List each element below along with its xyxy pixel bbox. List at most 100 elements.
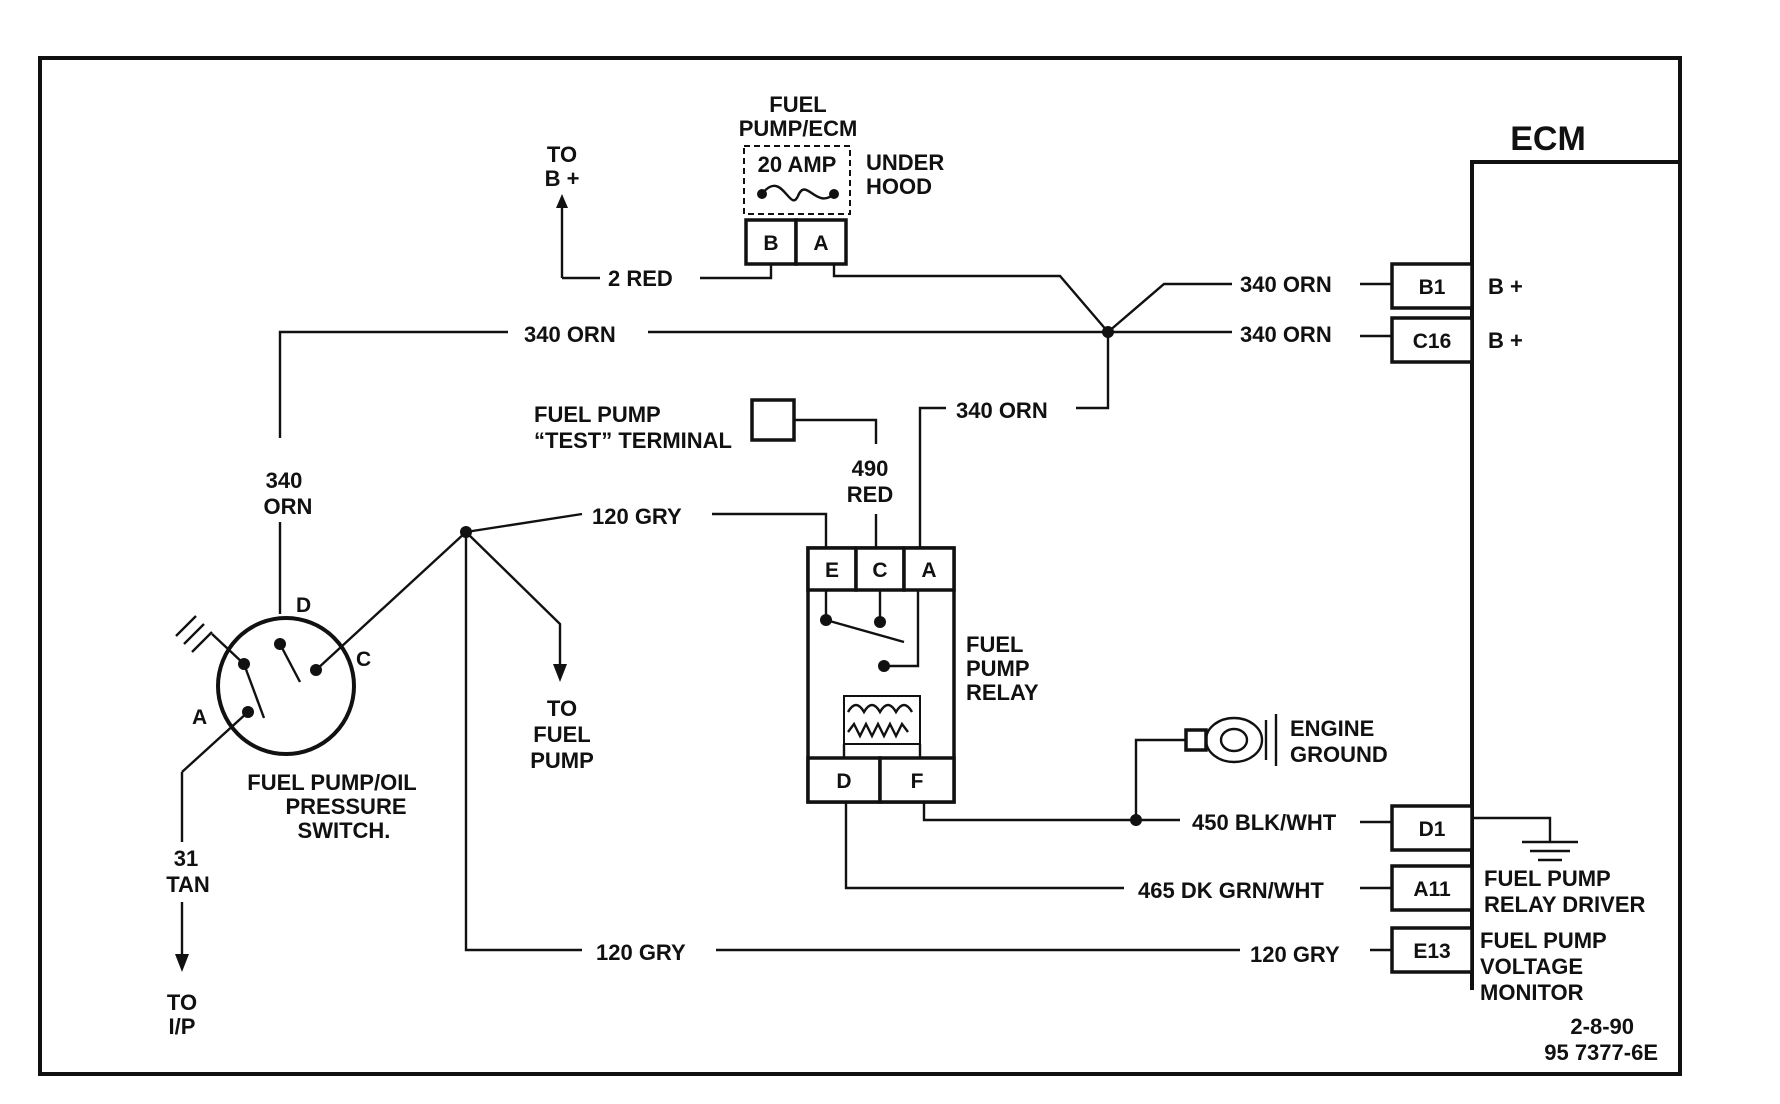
fuse-group: FUEL PUMP/ECM 20 AMP UNDER HOOD B A <box>739 92 944 266</box>
wire-2-red-label: 2 RED <box>608 266 673 291</box>
fuel-pump-arrow-head <box>553 664 567 682</box>
fuse-contact-right <box>829 189 839 199</box>
to-fuel-pump: TO FUEL PUMP <box>460 526 594 773</box>
b-plus-arrow-head <box>556 194 568 208</box>
relay-coil-loops <box>846 703 914 715</box>
to-ip: 31 TAN TO I/P <box>166 846 210 1039</box>
switch-label-line2: PRESSURE <box>285 794 406 819</box>
fuse-pin-b-box <box>744 218 798 266</box>
ecm-relay-driver-line1: FUEL PUMP <box>1484 866 1611 891</box>
wire-340-orn-c16-label: 340 ORN <box>1240 322 1332 347</box>
wire-490-label-line1: 490 <box>852 456 889 481</box>
switch-body <box>216 616 356 756</box>
ecm-pin-e13: E13 <box>1413 940 1450 963</box>
ecm-voltage-monitor-line2: VOLTAGE <box>1480 954 1583 979</box>
fuse-element <box>761 184 835 202</box>
ecm-connectors: B1 C16 D1 A11 E13 B + B + FUEL PUMP RELA… <box>1390 262 1645 1005</box>
wire-450-label: 450 BLK/WHT <box>1192 810 1337 835</box>
fuse-pin-a: A <box>813 232 828 255</box>
ground-lug <box>1184 728 1208 752</box>
ecm-voltage-monitor-line1: FUEL PUMP <box>1480 928 1607 953</box>
diagram-date: 2-8-90 <box>1570 1014 1634 1039</box>
wire-340-orn-top-label: 340 ORN <box>524 322 616 347</box>
ecm-ground-lead <box>1472 816 1552 842</box>
relay-label-line1: FUEL <box>966 632 1023 657</box>
diagram-code: 95 7377-6E <box>1544 1040 1658 1065</box>
fuse-title-line2: PUMP/ECM <box>739 116 858 141</box>
fuse-location-line2: HOOD <box>866 174 932 199</box>
relay-pin-f: F <box>911 770 924 793</box>
to-fuel-pump-line1: TO <box>547 696 577 721</box>
to-ip-line2: I/P <box>169 1014 196 1039</box>
engine-ground-group: ENGINE GROUND <box>1134 714 1388 820</box>
test-terminal-box <box>750 398 796 442</box>
fuse-contact-left <box>757 189 767 199</box>
ecm-relay-driver-line2: RELAY DRIVER <box>1484 892 1645 917</box>
ecm-voltage-monitor-line3: MONITOR <box>1480 980 1584 1005</box>
test-terminal-group: FUEL PUMP “TEST” TERMINAL 490 RED <box>534 398 893 548</box>
wire-340-orn-b1: 340 ORN <box>1107 272 1392 333</box>
to-fuel-pump-line2: FUEL <box>533 722 590 747</box>
splice-ground <box>1130 814 1142 826</box>
relay-pin-e: E <box>825 559 839 582</box>
wire-490-label-line2: RED <box>847 482 893 507</box>
fuse-title-line1: FUEL <box>769 92 826 117</box>
wire-fuse-a-to-splice <box>832 264 1109 333</box>
oil-pressure-switch: 340 ORN D C A FUEL PUMP/OIL PRESSURE SWI… <box>175 468 467 843</box>
wire-120-gry-ecm-label: 120 GRY <box>1250 942 1340 967</box>
switch-label-line1: FUEL PUMP/OIL <box>247 770 417 795</box>
switch-label-line3: SWITCH. <box>298 818 391 843</box>
wire-340-orn-relay-label: 340 ORN <box>956 398 1048 423</box>
wire-2-red: 2 RED <box>562 264 773 291</box>
fuse-pin-b: B <box>763 232 778 255</box>
wire-465-label: 465 DK GRN/WHT <box>1138 878 1324 903</box>
relay-pin-d: D <box>836 770 851 793</box>
fuse-housing <box>743 145 851 215</box>
to-ip-line1: TO <box>167 990 197 1015</box>
ecm-pin-c16: C16 <box>1413 330 1452 353</box>
engine-ground-line1: ENGINE <box>1290 716 1374 741</box>
relay-pin-c: C <box>872 559 887 582</box>
relay-label-line3: RELAY <box>966 680 1039 705</box>
wire-340-orn-relay: 340 ORN <box>918 332 1110 548</box>
ip-arrow-head <box>175 954 189 972</box>
switch-pin-c: C <box>356 648 371 671</box>
relay-label-line2: PUMP <box>966 656 1030 681</box>
ecm-pin-a11: A11 <box>1413 878 1451 901</box>
test-terminal-line1: FUEL PUMP <box>534 402 661 427</box>
ground-ring-outer <box>1204 716 1264 764</box>
ecm-title: ECM <box>1510 120 1586 158</box>
wire-31-label-line1: 31 <box>174 846 198 871</box>
fuse-location-line1: UNDER <box>866 150 944 175</box>
engine-ground-line2: GROUND <box>1290 742 1388 767</box>
to-b-plus-line1: TO <box>547 142 577 167</box>
ecm-module: ECM <box>1470 120 1678 990</box>
ecm-pin-c16-box <box>1390 316 1474 364</box>
wire-340-orn-main: 340 ORN 340 ORN <box>278 322 1392 438</box>
relay-pin-f-box <box>878 756 956 804</box>
wire-120-gry-relay-label: 120 GRY <box>592 504 682 529</box>
ecm-b-plus-1: B + <box>1488 274 1523 299</box>
relay-pin-a-box <box>902 546 956 592</box>
ground-ring-inner <box>1219 727 1249 753</box>
ecm-pin-d1: D1 <box>1419 818 1446 841</box>
ecm-pin-b1: B1 <box>1419 276 1446 299</box>
fuel-pump-relay: E C A D F FUEL PUMP RELAY <box>806 546 1039 804</box>
wire-340-orn-sw-line1: 340 <box>266 468 303 493</box>
switch-pin-d: D <box>296 594 311 617</box>
to-fuel-pump-line3: PUMP <box>530 748 594 773</box>
wire-450-blk-wht: 450 BLK/WHT <box>922 802 1392 835</box>
ecm-pin-b1-box <box>1390 262 1474 310</box>
relay-pin-a: A <box>921 559 936 582</box>
relay-coil-zigzag <box>847 721 909 739</box>
relay-coil-box <box>843 695 921 745</box>
wire-340-orn-sw-line2: ORN <box>264 494 313 519</box>
switch-pin-a: A <box>192 706 207 729</box>
fuse-rating: 20 AMP <box>758 152 837 177</box>
diagram-frame <box>38 56 1682 1076</box>
test-terminal-line2: “TEST” TERMINAL <box>534 428 732 453</box>
to-b-plus: TO B + <box>545 142 580 278</box>
to-b-plus-line2: B + <box>545 166 580 191</box>
wire-120-gry-bottom-label: 120 GRY <box>596 940 686 965</box>
